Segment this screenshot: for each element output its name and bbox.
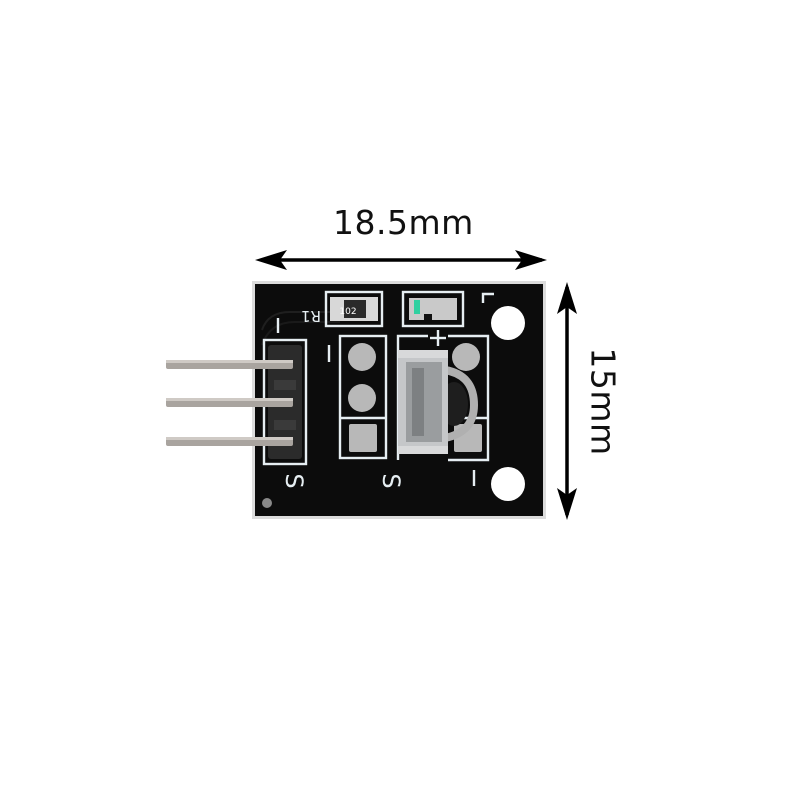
resistor-ref-label: R1: [301, 307, 321, 325]
header-pins: [166, 360, 293, 446]
header-s-label: S: [280, 473, 308, 488]
resistor-code: 102: [339, 307, 356, 317]
solder-pads: [348, 343, 377, 452]
led-silk-mark: [481, 292, 494, 303]
width-dimension-label: 18.5mm: [333, 203, 474, 242]
height-dimension-arrow: [557, 282, 577, 520]
mounting-hole-bottom: [491, 467, 525, 501]
ir-receiver: [398, 350, 479, 454]
smd-led: [401, 290, 465, 328]
sensor-pads-outline: [338, 334, 388, 460]
via-dot: [262, 498, 272, 508]
mounting-hole-top: [491, 306, 525, 340]
width-dimension-arrow: [255, 250, 547, 270]
sensor-s-label: S: [377, 473, 405, 488]
resistor-r1: [324, 290, 384, 328]
